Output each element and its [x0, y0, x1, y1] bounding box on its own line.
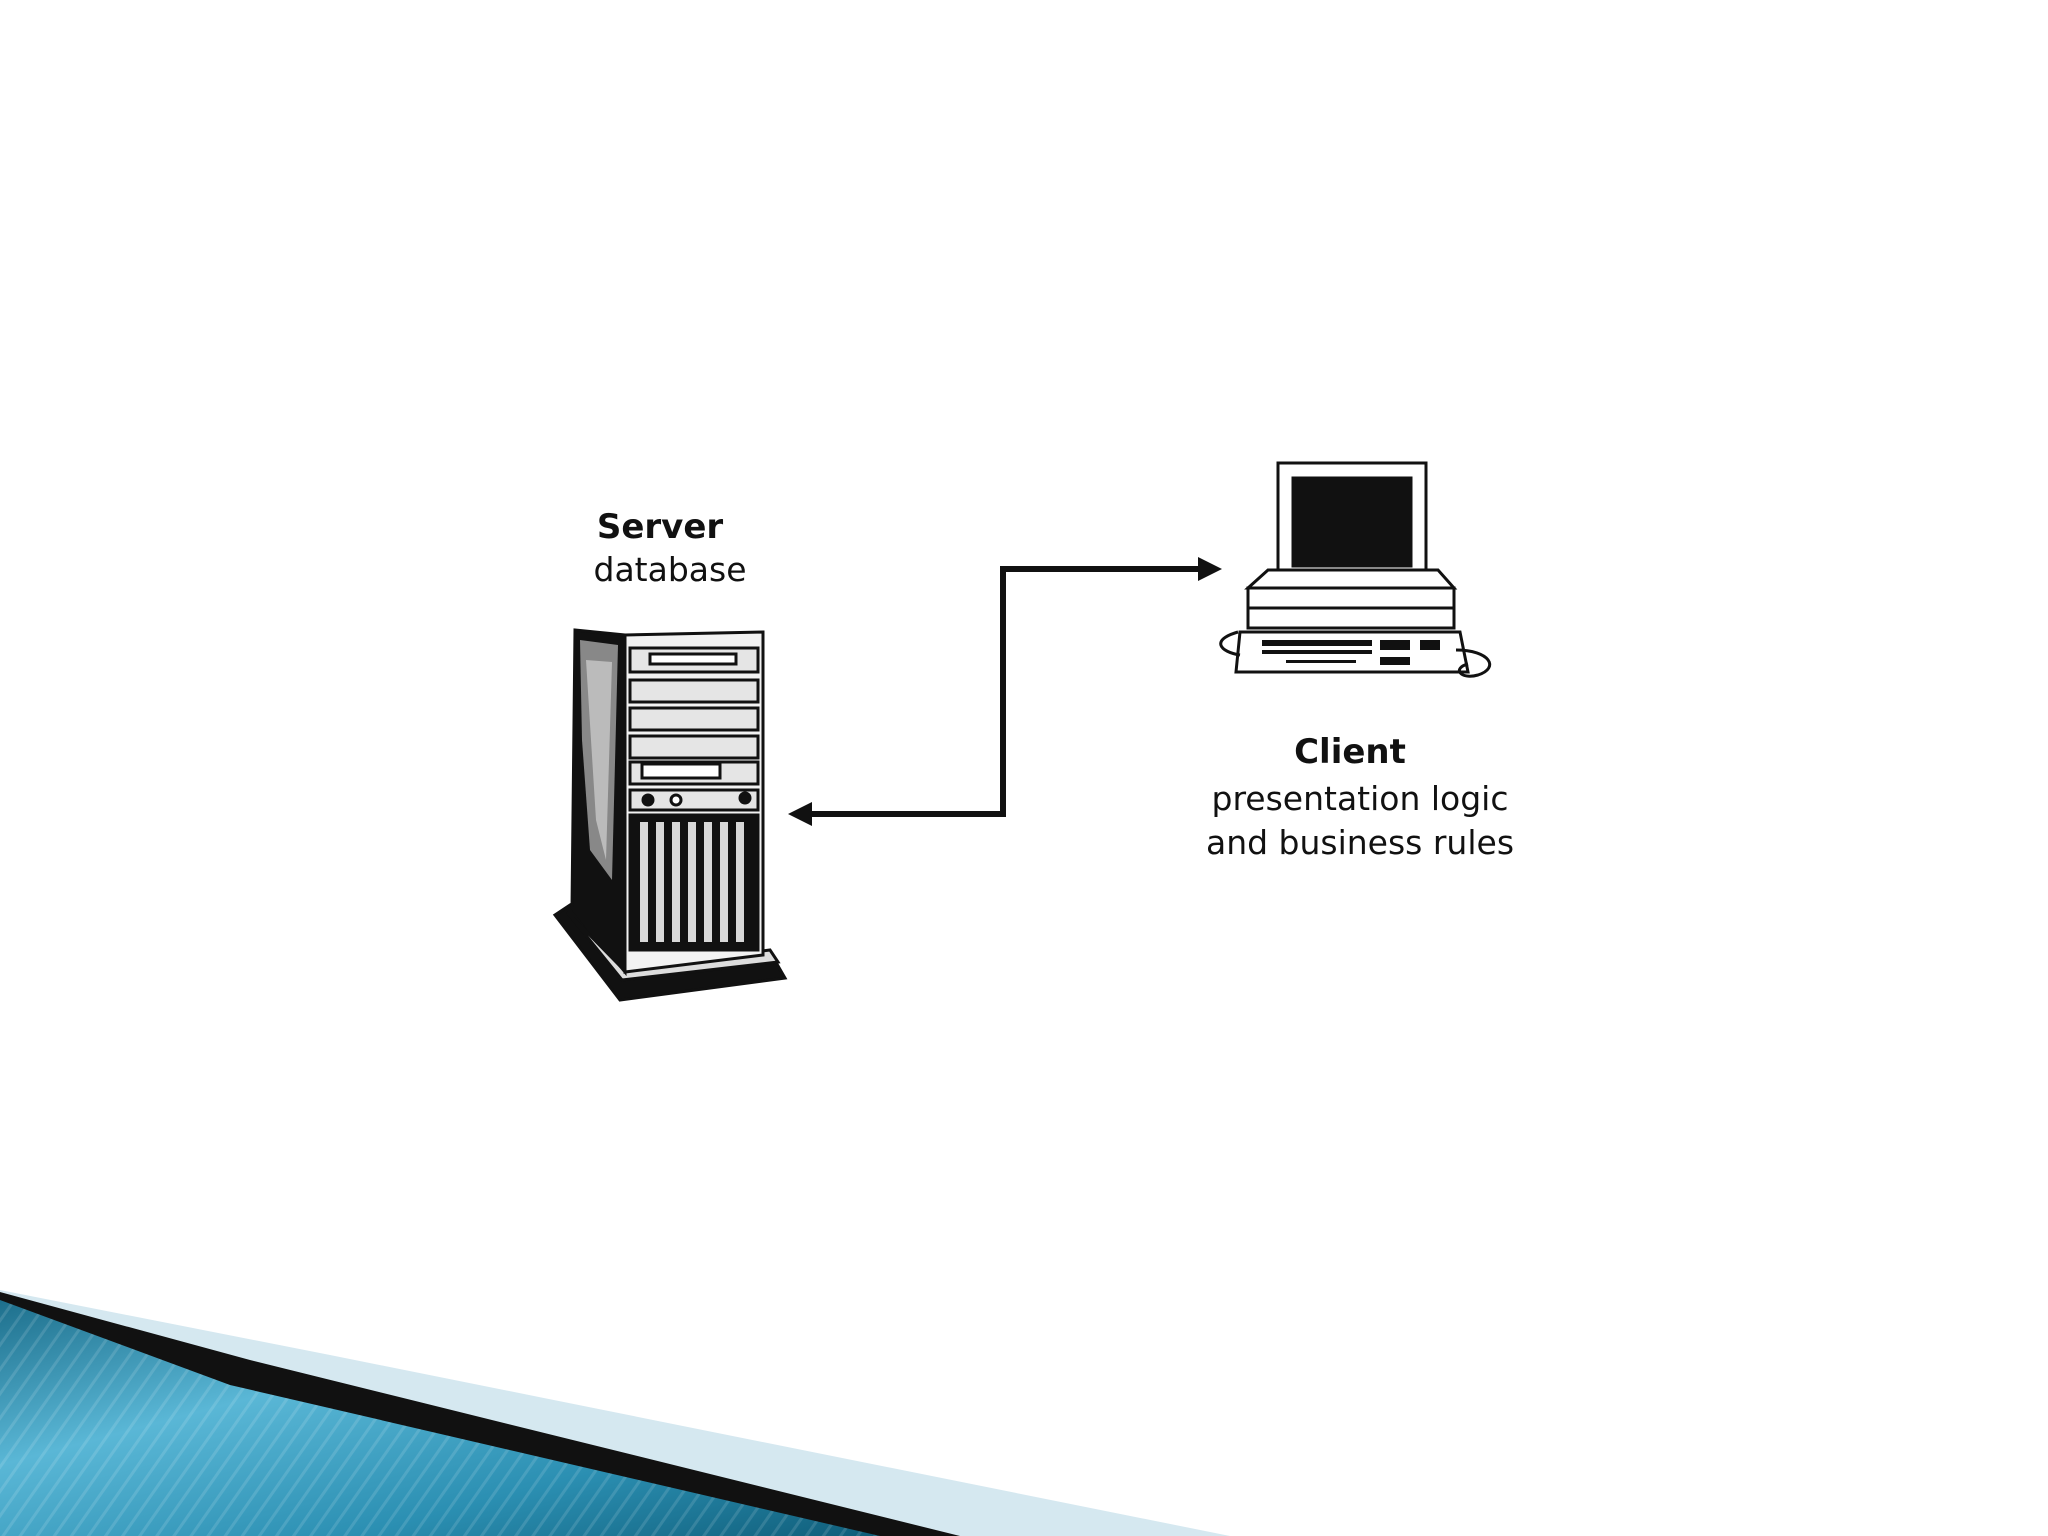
arrowhead-right-icon [1198, 557, 1222, 581]
server-subtitle: database [593, 550, 747, 589]
client-subtitle-line-1: presentation logic [1211, 779, 1509, 818]
client-title: Client [1294, 732, 1406, 772]
client-subtitle-line-2: and business rules [1205, 823, 1515, 862]
server-title: Server [596, 507, 724, 547]
connection-arrow [788, 557, 1222, 826]
desktop-computer-icon [1219, 461, 1492, 678]
arrowhead-left-icon [788, 802, 812, 826]
server-tower-icon [552, 628, 788, 1002]
corner-decoration [0, 1290, 1230, 1536]
client-subtitle: presentation logic and business rules [1180, 777, 1540, 865]
